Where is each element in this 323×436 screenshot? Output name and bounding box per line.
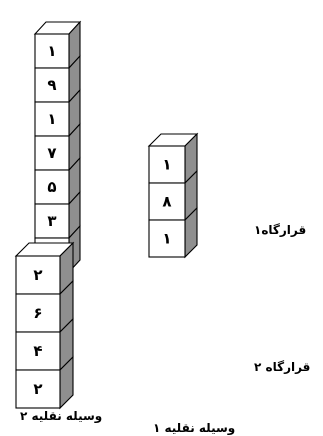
cube-front-face: [15, 255, 61, 295]
cube-front-face: [34, 67, 70, 103]
cube-digit: ۹: [47, 76, 56, 94]
cube-digit: ۶: [33, 304, 42, 322]
cube-digit: ۲: [33, 266, 42, 284]
cube-digit: ۳: [47, 212, 56, 230]
cube-front-face: [148, 219, 186, 258]
cube-front-face: [34, 135, 70, 171]
cube-front-face: [148, 182, 186, 221]
vehicle-2-label: وسیله نقلیه ۲: [20, 409, 103, 423]
camp-2-label: قرارگاه ۲: [254, 360, 311, 374]
vehicle-1-label: وسیله نقلیه ۱: [153, 421, 236, 435]
cube-front-face: [34, 33, 70, 69]
stack-vehicle2-camp2: ۲ ۶ ۴ ۲: [14, 241, 75, 410]
cube-digit: ۸: [162, 193, 171, 211]
cube-digit: ۷: [47, 144, 56, 162]
camp-1-label: قرارگاه۱: [254, 223, 307, 237]
cube-front-face: [148, 145, 186, 184]
cube-digit: ۲: [33, 380, 42, 398]
cube-front-face: [15, 369, 61, 409]
cube-digit: ۱: [47, 110, 56, 128]
cube-digit: ۱: [162, 156, 171, 174]
stack-vehicle1-camp1: ۱ ۸ ۱: [147, 132, 199, 259]
cube-digit: ۵: [47, 178, 56, 196]
cube-digit: ۱: [162, 230, 171, 248]
cube-digit: ۱: [47, 42, 56, 60]
cube-digit: ۴: [33, 342, 42, 360]
cube-front-face: [34, 203, 70, 239]
